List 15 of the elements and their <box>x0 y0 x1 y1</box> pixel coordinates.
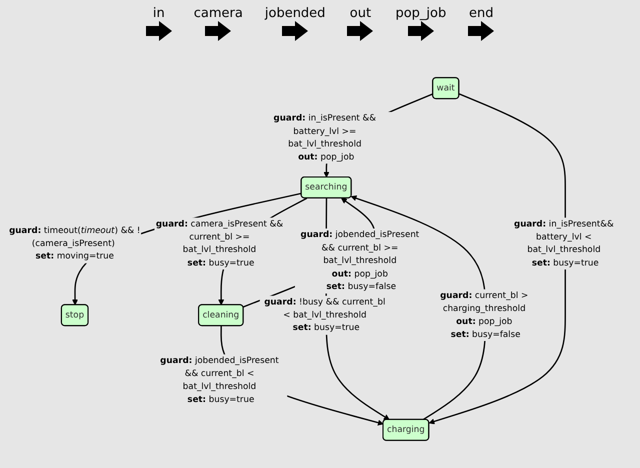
port-label: camera <box>194 6 243 21</box>
edge-label: guard: jobended_isPresent && current_bl >= bat_lvl_threshold out: pop_job set: busy=false <box>300 230 420 292</box>
edge-label: guard: camera_isPresent && current_bl >= bat_lvl_threshold set: busy=true <box>156 218 284 268</box>
edge-label: guard: current_bl > charging_threshold out: pop_job set: busy=false <box>440 290 528 340</box>
port-label: out <box>350 6 372 21</box>
edge-label: guard: timeout(timeout) && !(camera_isPresent) set: moving=true <box>9 225 140 262</box>
edge-label: guard: in_isPresent && battery_lvl >= bat_lvl_threshold out: pop_job <box>274 113 376 162</box>
edge-label: guard: !busy && current_bl < bat_lvl_threshold set: busy=true <box>264 297 386 333</box>
arrow <box>428 93 566 424</box>
port-label: end <box>468 6 494 21</box>
edge-label: guard: in_isPresent&& battery_lvl < bat_lvl_threshold set: busy=true <box>514 218 614 268</box>
port-label: jobended <box>264 6 326 21</box>
port-label: in <box>152 6 165 21</box>
edge-label: guard: jobended_isPresent && current_bl < bat_lvl_threshold set: busy=true <box>160 356 279 404</box>
port-label: pop_job <box>395 6 446 21</box>
